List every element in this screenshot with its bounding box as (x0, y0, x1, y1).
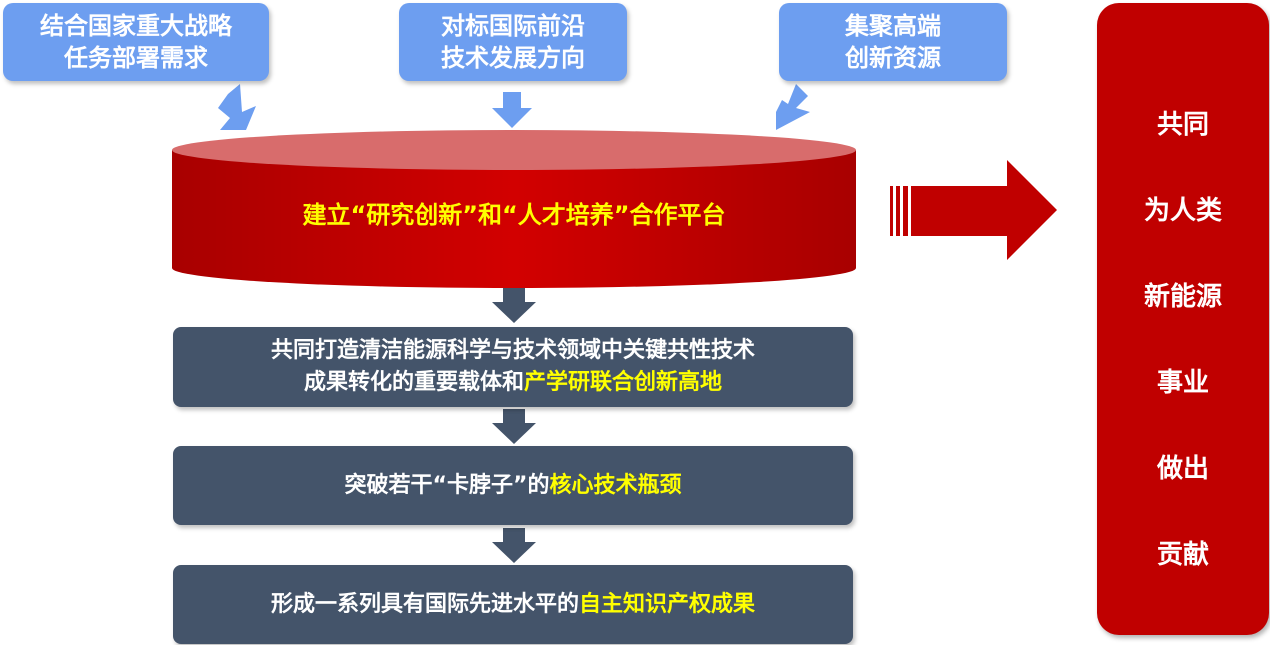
top-box-line: 创新资源 (845, 44, 941, 72)
red-right-arrow (890, 160, 1057, 260)
step-highlight: 核心技术瓶颈 (549, 472, 682, 498)
panel-item: 为人类 (1143, 196, 1222, 226)
step-line: 突破若干“卡脖子”的核心技术瓶颈 (345, 470, 682, 502)
blue-arrow-center (492, 92, 532, 128)
step-box-bottleneck: 突破若干“卡脖子”的核心技术瓶颈 (173, 446, 853, 525)
step-highlight: 自主知识产权成果 (579, 591, 756, 617)
top-box-line: 任务部署需求 (64, 44, 208, 72)
down-arrow-3 (492, 528, 536, 563)
step-text: 突破若干“卡脖子”的 (344, 472, 550, 498)
platform-label: 建立“研究创新”和“人才培养”合作平台 (302, 201, 726, 229)
step-text: 形成一系列具有国际先进水平的 (270, 591, 579, 617)
down-arrow-2 (492, 409, 536, 444)
down-arrow-1 (492, 288, 536, 323)
step-line: 形成一系列具有国际先进水平的自主知识产权成果 (271, 589, 755, 621)
step-line: 成果转化的重要载体和产学研联合创新高地 (304, 367, 722, 399)
blue-arrow-right (776, 84, 810, 130)
step-box-transformation: 共同打造清洁能源科学与技术领域中关键共性技术 成果转化的重要载体和产学研联合创新… (173, 327, 853, 407)
step-text: 成果转化的重要载体和 (303, 370, 524, 395)
blue-arrow-left (218, 84, 256, 130)
top-box-national-strategy: 结合国家重大战略 任务部署需求 (3, 3, 269, 81)
top-box-line: 技术发展方向 (441, 44, 585, 72)
step-highlight: 产学研联合创新高地 (524, 370, 723, 395)
panel-item: 做出 (1156, 454, 1209, 484)
step-line: 共同打造清洁能源科学与技术领域中关键共性技术 (270, 338, 755, 363)
step-box-ip-results: 形成一系列具有国际先进水平的自主知识产权成果 (173, 565, 853, 644)
platform-cylinder (172, 130, 856, 288)
top-box-innovation-resources: 集聚高端 创新资源 (779, 3, 1007, 81)
top-box-line: 结合国家重大战略 (40, 12, 232, 40)
panel-item: 事业 (1156, 368, 1209, 398)
top-box-international-frontier: 对标国际前沿 技术发展方向 (399, 3, 627, 81)
top-box-line: 对标国际前沿 (441, 12, 585, 40)
top-box-line: 集聚高端 (845, 12, 941, 40)
panel-item: 新能源 (1143, 282, 1222, 312)
panel-item: 贡献 (1156, 540, 1209, 570)
contribution-panel: 共同 为人类 新能源 事业 做出 贡献 (1097, 3, 1269, 635)
panel-item: 共同 (1156, 110, 1209, 140)
